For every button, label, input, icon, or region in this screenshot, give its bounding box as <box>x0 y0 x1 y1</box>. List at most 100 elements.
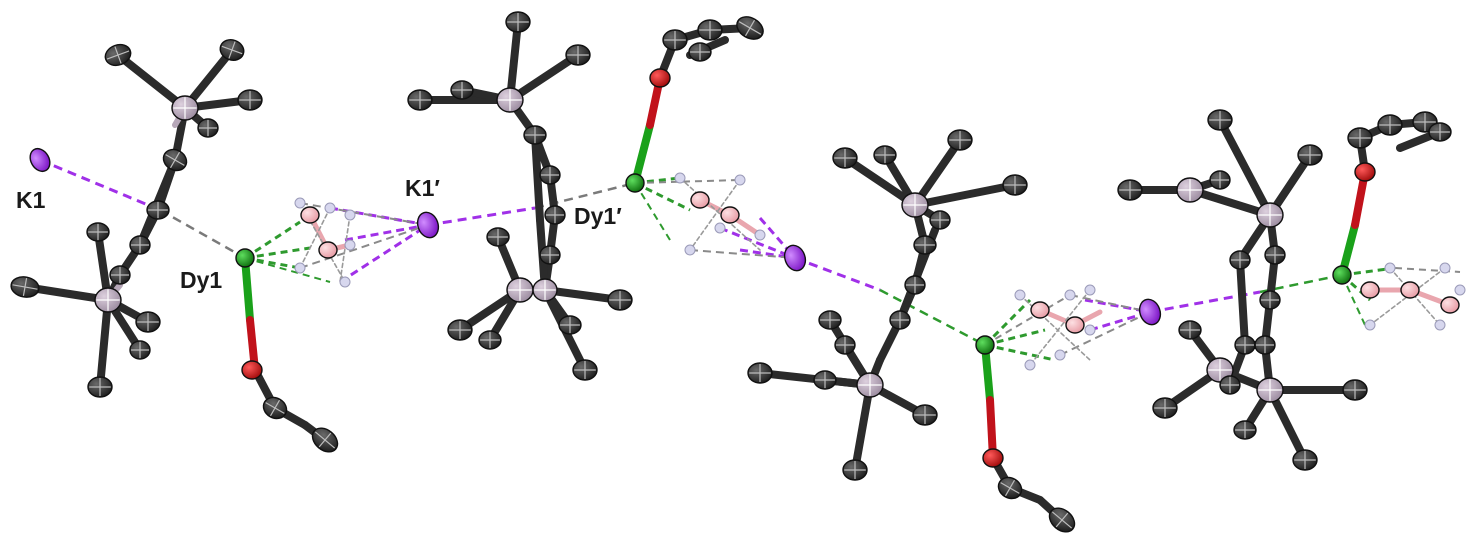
hydrogen-atom <box>754 229 766 241</box>
ellipsoid-octant-lines <box>836 336 854 354</box>
boron-atom <box>1065 316 1085 334</box>
ellipsoid-octant-lines <box>165 151 185 169</box>
ellipsoid-octant-lines <box>834 149 856 167</box>
label-dy1-prime: Dy1′ <box>574 203 622 229</box>
ellipsoid-octant-lines <box>1119 181 1141 199</box>
hydrogen-atom <box>1364 319 1376 331</box>
potassium-atom <box>416 211 440 239</box>
ellipsoid-octant-lines <box>1299 146 1321 164</box>
hydrogen-atom <box>1084 284 1096 296</box>
ellipsoid-octant-lines <box>1294 451 1316 469</box>
ellipsoid-octant-lines <box>749 364 771 382</box>
hydrogen-atom <box>1014 289 1026 301</box>
hydrogen-atom <box>1439 262 1451 274</box>
ellipsoid-octant-lines <box>858 374 882 396</box>
ellipsoid-octant-lines <box>1430 123 1450 141</box>
ellipsoid-octant-lines <box>906 276 924 294</box>
ellipsoid-octant-lines <box>1344 381 1366 399</box>
ellipsoid-octant-lines <box>96 289 120 311</box>
dysprosium-atom <box>625 173 645 193</box>
ellipsoid-octant-lines <box>1211 171 1229 189</box>
potassium-atom <box>783 244 807 272</box>
ellipsoid-octant-lines <box>409 91 431 109</box>
ellipsoid-octant-lines <box>1180 321 1200 339</box>
ellipsoid-octant-lines <box>546 206 564 224</box>
ellipsoid-octant-lines <box>1221 376 1239 394</box>
ellipsoid-octant-lines <box>1261 291 1279 309</box>
hydrogen-atom <box>1054 349 1066 361</box>
boron-atom <box>1440 296 1460 314</box>
ellipsoid-octant-lines <box>574 361 596 379</box>
boron-atom <box>690 191 710 209</box>
ellipsoid-octant-lines <box>1266 246 1284 264</box>
ellipsoid-octant-lines <box>875 146 895 164</box>
ellipsoid-octant-lines <box>903 194 927 216</box>
dysprosium-atom <box>975 335 995 355</box>
ellipsoid-octant-lines <box>1258 204 1282 226</box>
ellipsoid-octant-lines <box>452 81 472 99</box>
hydrogen-atom <box>344 239 356 251</box>
ellipsoid-octant-lines <box>131 341 149 359</box>
hydrogen-atom <box>1434 319 1446 331</box>
oxygen-atom <box>982 448 1004 468</box>
ellipsoid-octant-lines <box>137 313 159 331</box>
label-dy1: Dy1 <box>180 267 222 293</box>
hydrogen-atom <box>294 262 306 274</box>
ellipsoid-octant-lines <box>488 228 508 246</box>
ellipsoid-octant-lines <box>690 43 710 61</box>
ellipsoid-octant-lines <box>844 461 866 479</box>
atoms <box>10 11 1466 533</box>
hydrogen-atom <box>1454 284 1466 296</box>
hydrogen-atom <box>1384 262 1396 274</box>
label-k1: K1 <box>16 187 46 213</box>
ellipsoid-octant-lines <box>738 19 762 37</box>
potassium-atom <box>1138 298 1162 326</box>
boron-atom <box>720 206 740 224</box>
ellipsoid-octant-lines <box>106 46 130 64</box>
ellipsoid-octant-lines <box>1231 251 1249 269</box>
ellipsoid-octant-lines <box>1178 179 1202 201</box>
ellipsoid-octant-lines <box>1004 176 1026 194</box>
ellipsoid-octant-lines <box>949 131 971 149</box>
label-k1-prime: K1′ <box>405 175 440 201</box>
ellipsoid-octant-lines <box>1208 359 1232 381</box>
ellipsoid-octant-lines <box>508 279 532 301</box>
boron-atom <box>318 241 338 259</box>
ellipsoid-octant-lines <box>507 13 529 31</box>
ellipsoid-octant-lines <box>541 166 559 184</box>
boron-atom <box>1360 281 1380 299</box>
ellipsoid-octant-lines <box>111 266 129 284</box>
ellipsoid-octant-lines <box>480 331 500 349</box>
ellipsoid-octant-lines <box>609 291 631 309</box>
ellipsoid-octant-lines <box>915 236 935 254</box>
ellipsoid-octant-lines <box>173 97 197 119</box>
oxygen-atom <box>649 68 671 88</box>
ellipsoid-octant-lines <box>12 278 38 296</box>
ellipsoid-octant-lines <box>1414 113 1436 131</box>
ellipsoid-octant-lines <box>1379 116 1401 134</box>
hydrogen-atom <box>1064 289 1076 301</box>
ellipsoid-octant-lines <box>498 89 522 111</box>
ellipsoid-octant-lines <box>131 236 149 254</box>
hydrogen-atom <box>1084 324 1096 336</box>
atom-labels: K1 K1′ Dy1 Dy1′ <box>16 175 622 293</box>
ellipsoid-octant-lines <box>931 211 949 229</box>
ellipsoid-octant-lines <box>1154 399 1176 417</box>
ellipsoid-octant-lines <box>1051 511 1073 529</box>
oxygen-atom <box>241 360 263 380</box>
hydrogen-atom <box>294 197 306 209</box>
hydrogen-atom <box>684 244 696 256</box>
ellipsoid-octant-lines <box>534 280 556 300</box>
ellipsoid-octant-lines <box>914 406 936 424</box>
ellipsoid-octant-lines <box>525 126 545 144</box>
ellipsoid-octant-lines <box>1256 336 1274 354</box>
ellipsoid-octant-lines <box>1258 379 1282 401</box>
ellipsoid-octant-lines <box>891 311 909 329</box>
hydrogen-atom <box>339 276 351 288</box>
ellipsoid-octant-lines <box>1235 421 1255 439</box>
ellipsoid-octant-lines <box>815 371 835 389</box>
boron-atom <box>1030 301 1050 319</box>
hydrogen-atom <box>1024 359 1036 371</box>
ellipsoid-octant-lines <box>221 41 243 59</box>
